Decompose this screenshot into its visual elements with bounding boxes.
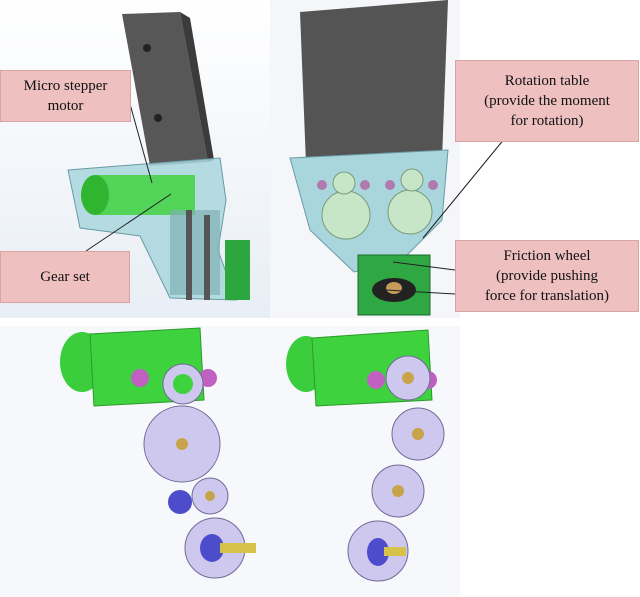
label-friction-wheel: Friction wheel (provide pushing force fo…: [455, 240, 639, 312]
label-friction-wheel-line1: Friction wheel: [503, 248, 591, 264]
label-micro-stepper-motor-text: Micro stepper motor: [23, 78, 108, 114]
label-gear-set: Gear set: [0, 251, 130, 303]
render-bottom-left: [0, 326, 318, 597]
label-rotation-table-line1: Rotation table: [504, 73, 590, 89]
label-friction-wheel-line3: force for translation): [484, 288, 610, 304]
render-top-right: [270, 0, 460, 318]
label-rotation-table-line2: (provide the moment: [484, 93, 610, 109]
label-friction-wheel-line2: (provide pushing: [495, 268, 599, 284]
label-micro-stepper-motor: Micro stepper motor: [0, 70, 131, 122]
render-top-left: [0, 0, 318, 318]
label-rotation-table: Rotation table (provide the moment for r…: [455, 60, 639, 142]
label-gear-set-text: Gear set: [40, 269, 90, 285]
label-rotation-table-line3: for rotation): [510, 113, 584, 129]
render-bottom-right: [278, 326, 460, 597]
